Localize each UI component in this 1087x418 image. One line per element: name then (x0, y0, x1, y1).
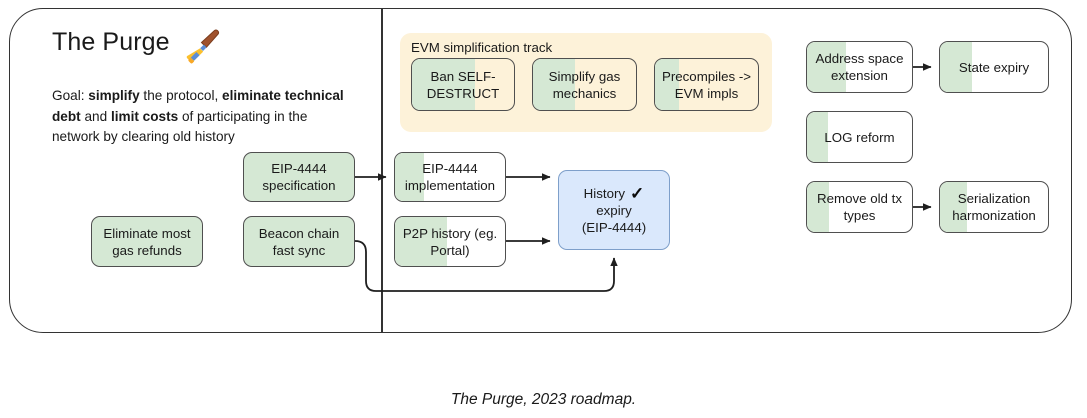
goal-bold-debt: eliminate technical debt (52, 88, 344, 124)
history-expiry-line-2: expiry (596, 202, 632, 218)
node-label: State expiry (958, 59, 1030, 75)
history-expiry-line-3: (EIP-4444) (581, 219, 647, 235)
node-label: Beacon chain fast sync (258, 225, 340, 258)
history-expiry-line-1: History (583, 185, 626, 201)
goal-bold-simplify: simplify (88, 88, 140, 103)
node-label: P2P history (eg. Portal) (402, 225, 498, 258)
node-label: Address space extension (815, 51, 904, 83)
goal-text: Goal: simplify the protocol, eliminate t… (52, 86, 352, 148)
node-log-reform[interactable]: LOG reform (806, 111, 913, 163)
figure-caption: The Purge, 2023 roadmap. (450, 391, 637, 408)
paintbrush-emoji (186, 29, 220, 64)
node-beacon-chain-fast-sync[interactable]: Beacon chain fast sync (243, 216, 355, 267)
node-label: Ban SELF-DESTRUCT (426, 68, 500, 101)
goal-prefix: Goal: (52, 88, 89, 103)
node-eip4444-implementation[interactable]: EIP-4444 implementation (394, 152, 506, 202)
goal-mid-3: of participating in the network by clear… (52, 108, 308, 145)
progress-fill (807, 42, 846, 92)
node-eliminate-most-gas-refunds[interactable]: Eliminate most gas refunds (91, 216, 203, 267)
progress-fill (412, 59, 476, 110)
node-state-expiry[interactable]: State expiry (939, 41, 1049, 93)
node-label: LOG reform (824, 129, 895, 145)
node-eip4444-specification[interactable]: EIP-4444 specification (243, 152, 355, 202)
progress-fill (655, 59, 679, 110)
node-label: Precompiles -> EVM impls (661, 68, 752, 101)
node-p2p-history-portal[interactable]: P2P history (eg. Portal) (394, 216, 506, 267)
progress-fill (940, 182, 967, 232)
node-remove-old-tx-types[interactable]: Remove old tx types (806, 181, 913, 233)
node-address-space-extension[interactable]: Address space extension (806, 41, 913, 93)
node-precompiles-to-evm-impls[interactable]: Precompiles -> EVM impls (654, 58, 759, 111)
node-simplify-gas-mechanics[interactable]: Simplify gas mechanics (532, 58, 637, 111)
node-label: Simplify gas mechanics (548, 68, 621, 101)
evm-track-title: EVM simplification track (411, 40, 553, 55)
node-label: EIP-4444 specification (262, 161, 336, 193)
goal-bold-costs: limit costs (110, 108, 179, 124)
node-label: Remove old tx types (817, 191, 902, 223)
progress-fill (807, 112, 828, 162)
goal-mid-2: and (80, 108, 111, 124)
node-label: Serialization harmonization (952, 191, 1036, 223)
column-divider (381, 8, 383, 333)
page-title: The Purge (52, 28, 170, 56)
progress-fill (395, 153, 424, 201)
node-ban-selfdestruct[interactable]: Ban SELF-DESTRUCT (411, 58, 515, 111)
node-history-expiry[interactable]: History ✓ expiry (EIP-4444) (558, 170, 670, 250)
node-serialization-harmonization[interactable]: Serialization harmonization (939, 181, 1049, 233)
goal-mid-1: the protocol, (139, 88, 223, 103)
node-label: History ✓ expiry (EIP-4444) (578, 185, 650, 236)
node-label: Eliminate most gas refunds (103, 225, 191, 258)
node-label: EIP-4444 implementation (404, 161, 496, 193)
progress-fill (807, 182, 830, 232)
progress-fill (940, 42, 973, 92)
check-icon: ✓ (630, 183, 645, 203)
progress-fill (533, 59, 576, 110)
